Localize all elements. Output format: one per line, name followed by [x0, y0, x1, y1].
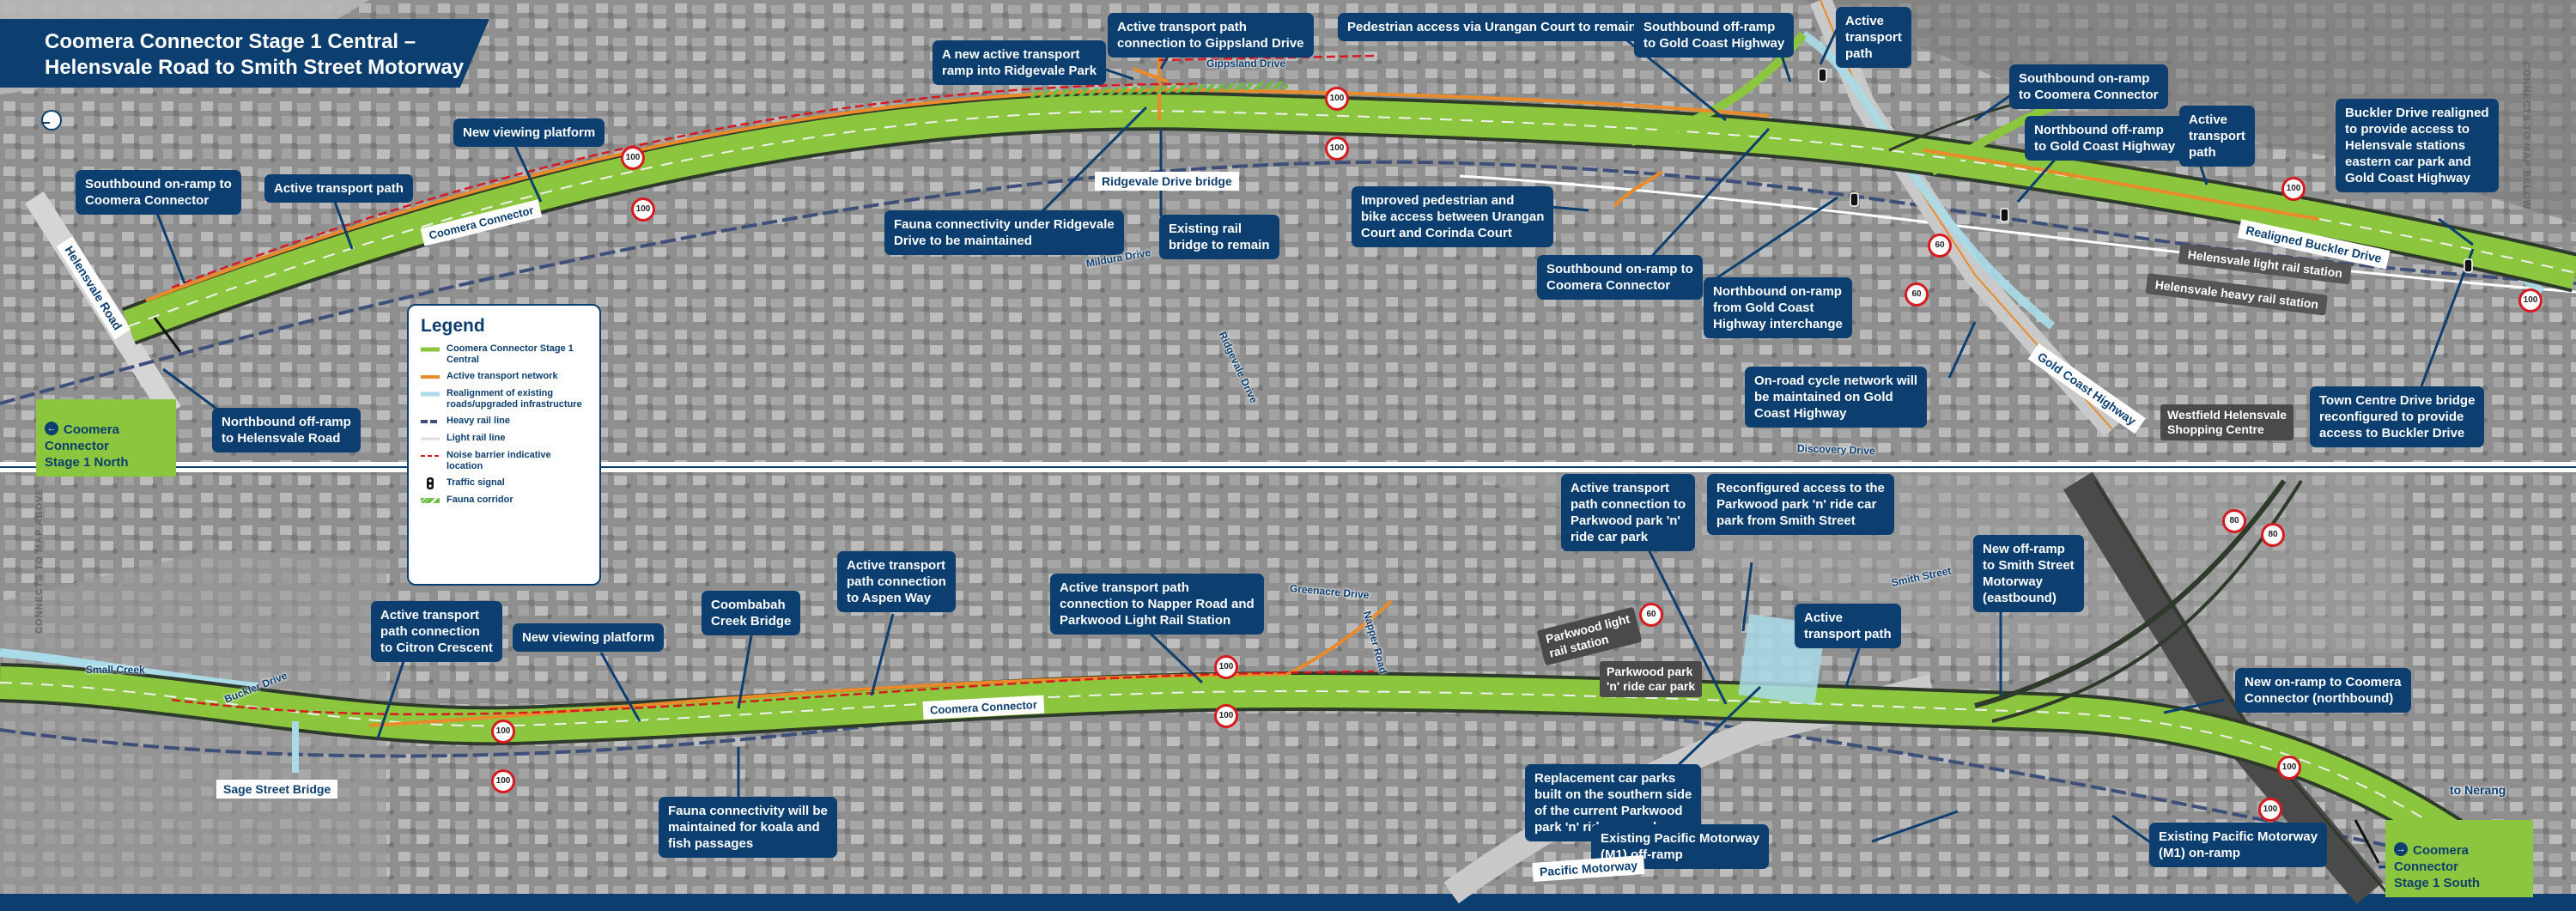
street-label: Small Creek [86, 664, 145, 676]
callout: Northbound off-ramp to Helensvale Road [212, 408, 361, 452]
speed-sign: 100 [2277, 756, 2301, 780]
sage-street-bridge-label: Sage Street Bridge [216, 780, 338, 799]
leader-lines-top [149, 27, 2475, 412]
speed-sign: 100 [2281, 177, 2306, 201]
callout: Southbound on-ramp to Coomera Connector [2009, 64, 2168, 109]
callout: Active transport path [1795, 604, 1901, 648]
legend-item: Realignment of existing roads/upgraded i… [421, 388, 582, 410]
legend-item: Noise barrier indicative location [421, 450, 551, 471]
legend-item: Heavy rail line [421, 416, 510, 426]
callout: Fauna connectivity will be maintained fo… [659, 797, 837, 858]
speed-sign: 100 [491, 720, 515, 744]
callout: Northbound off-ramp to Gold Coast Highwa… [2025, 116, 2185, 161]
to-nerang-label: to Nerang [2450, 783, 2506, 797]
active-transport-bottom [368, 672, 1289, 727]
traffic-signal-icon [421, 477, 440, 489]
connects-above-note: CONNECTS TO MAP ABOVE [34, 488, 45, 634]
callout: Active transport path connection to Citr… [371, 601, 502, 662]
legend-item: Light rail line [421, 433, 506, 443]
compass [41, 110, 62, 131]
callout: Fauna connectivity under Ridgevale Drive… [884, 210, 1124, 255]
noise-barrier-bottom [171, 670, 1375, 716]
speed-sign: 100 [1325, 137, 1349, 161]
legend-title: Legend [421, 316, 485, 336]
arrow-right-icon: → [2394, 842, 2408, 856]
callout: Active transport path connection to Napp… [1050, 574, 1264, 635]
speed-sign: 100 [2518, 288, 2543, 313]
stage-1-south-box[interactable]: →Coomera Connector Stage 1 South [2385, 820, 2533, 897]
map-title: Coomera Connector Stage 1 Central – Hele… [0, 19, 489, 88]
callout: Existing Pacific Motorway (M1) on-ramp [2149, 823, 2328, 867]
callout: Active transport path [264, 174, 413, 203]
title-line-1: Coomera Connector Stage 1 Central – [45, 30, 416, 53]
speed-sign: 100 [631, 197, 655, 222]
callout: Southbound off-ramp to Gold Coast Highwa… [1634, 13, 1795, 58]
speed-sign: 100 [2258, 798, 2282, 822]
speed-sign: 100 [491, 769, 515, 793]
callout: Buckler Drive realigned to provide acces… [2336, 99, 2499, 192]
connects-below-note: CONNECTS TO MAP BELOW [2521, 62, 2531, 210]
callout: Pedestrian access via Urangan Court to r… [1338, 13, 1646, 41]
legend-item: Traffic signal [421, 477, 587, 489]
speed-sign: 100 [1214, 704, 1238, 728]
ridgevale-bridge-label: Ridgevale Drive bridge [1095, 172, 1239, 191]
callout: Active transport path [1836, 7, 1911, 68]
title-line-2: Helensvale Road to Smith Street Motorway [45, 56, 465, 79]
fauna-corridor-top [1030, 81, 1289, 98]
callout: New on-ramp to Coomera Connector (northb… [2235, 668, 2411, 713]
callout: New viewing platform [453, 118, 605, 147]
callout: Active transport path connection to Gipp… [1108, 13, 1314, 58]
noise-barrier-top [171, 82, 1203, 289]
callout: Active transport path connection to Aspe… [837, 551, 956, 612]
westfield-label: Westfield Helensvale Shopping Centre [2160, 404, 2294, 440]
callout: Coombabah Creek Bridge [702, 591, 801, 635]
speed-sign: 100 [1325, 87, 1349, 111]
callout: Southbound on-ramp to Coomera Connector [76, 170, 241, 215]
speed-sign: 100 [1214, 655, 1238, 679]
callout: New off-ramp to Smith Street Motorway (e… [1973, 535, 2084, 612]
callout: Town Centre Drive bridge reconfigured to… [2310, 386, 2485, 447]
parkwood-park-ride-label: Parkwood park 'n' ride car park [1600, 661, 1703, 697]
speed-sign: 80 [2261, 523, 2285, 547]
stage-1-north-box[interactable]: ←Coomera Connector Stage 1 North [36, 399, 176, 477]
arrow-left-icon: ← [45, 422, 58, 435]
street-label: Gippsland Drive [1206, 58, 1286, 70]
callout: Northbound on-ramp from Gold Coast Highw… [1704, 277, 1852, 338]
callout: Active transport path [2179, 106, 2255, 167]
callout: Existing rail bridge to remain [1159, 215, 1279, 259]
callout: New viewing platform [513, 623, 665, 652]
legend-item: Fauna corridor [421, 495, 587, 507]
callout: Improved pedestrian and bike access betw… [1352, 186, 1554, 247]
legend-item: Coomera Connector Stage 1 Central [421, 343, 574, 365]
footer-bar [0, 894, 2576, 911]
speed-sign: 80 [2222, 509, 2246, 533]
callout: Southbound on-ramp to Coomera Connector [1537, 255, 1703, 300]
speed-sign: 60 [1905, 282, 1929, 307]
traffic-signal-markers [1818, 68, 2473, 273]
speed-sign: 60 [1928, 234, 1952, 258]
heavy-rail-top [0, 160, 2576, 405]
callout: On-road cycle network will be maintained… [1745, 367, 1928, 428]
callout: Reconfigured access to the Parkwood park… [1707, 474, 1894, 535]
legend-item: Active transport network [421, 371, 558, 381]
callout: Active transport path connection to Park… [1561, 474, 1696, 551]
speed-sign: 60 [1639, 603, 1663, 627]
speed-sign: 100 [621, 146, 645, 170]
legend: Legend Coomera Connector Stage 1 Central… [407, 304, 601, 586]
callout: A new active transport ramp into Ridgeva… [933, 40, 1107, 85]
